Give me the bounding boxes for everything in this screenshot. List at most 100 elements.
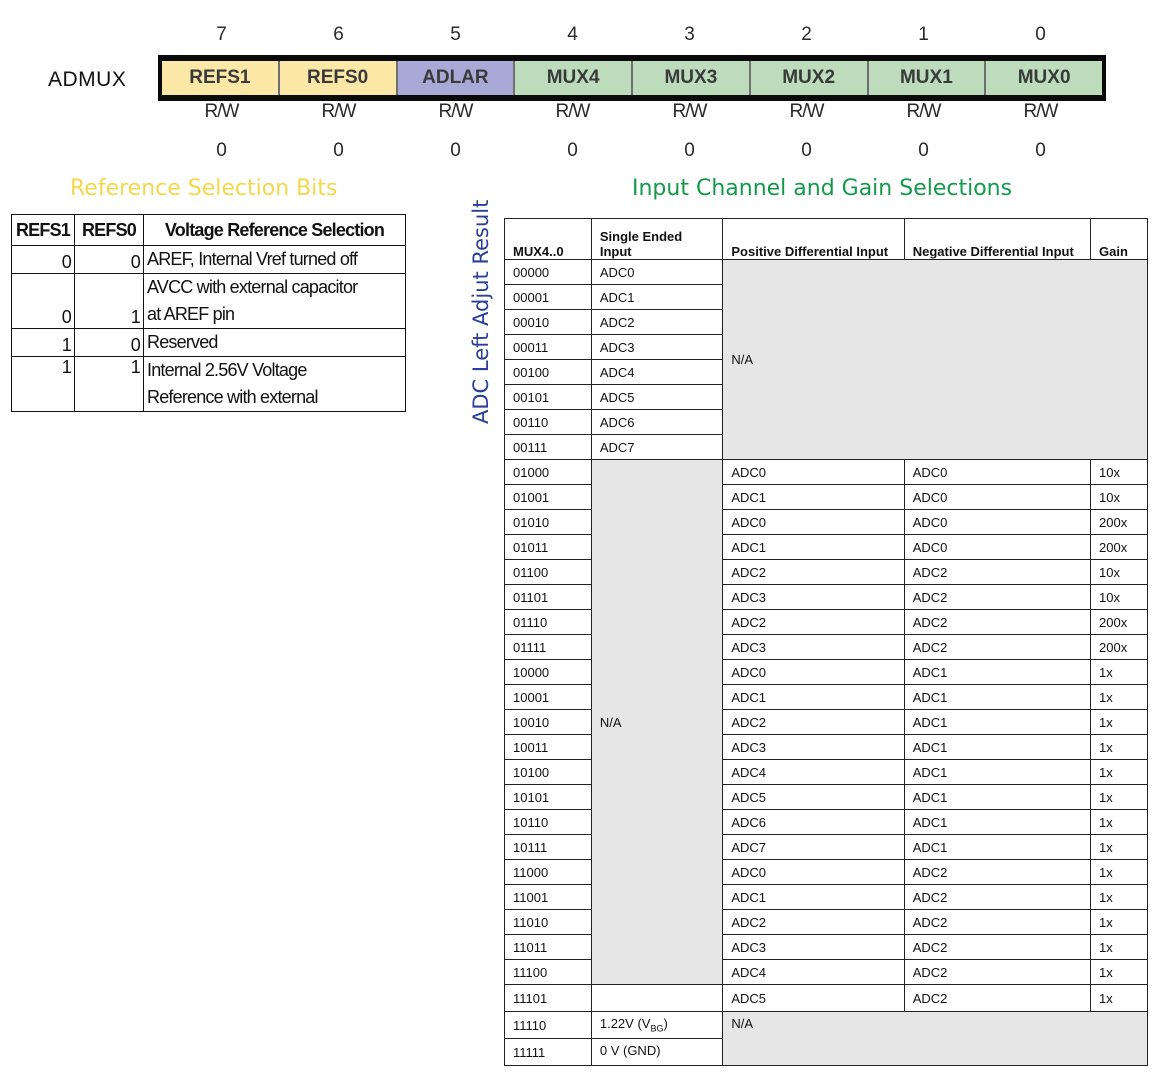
access-label: R/W	[789, 101, 825, 122]
mux-code-cell: 00111	[504, 434, 592, 460]
positive-input-cell: ADC6	[722, 809, 905, 835]
adlar-title: ADC Left Adjut Result	[469, 199, 493, 424]
reference-cell: Reserved	[143, 328, 406, 357]
single-input-cell: ADC2	[590, 309, 724, 335]
refs1-cell: 0	[11, 301, 75, 329]
bit-cell-mux4: MUX4	[515, 61, 633, 95]
positive-input-cell: ADC3	[722, 734, 905, 760]
positive-input-cell: ADC1	[722, 484, 905, 510]
mux-code-cell: 10001	[504, 684, 592, 710]
refs0-cell: 0	[74, 245, 144, 274]
single-input-cell: ADC6	[590, 409, 724, 435]
initial-value: 0	[567, 140, 578, 161]
mux-code-cell: 01011	[504, 534, 592, 560]
negative-input-cell: ADC2	[903, 634, 1092, 660]
gain-cell: 10x	[1090, 559, 1148, 585]
positive-input-cell: ADC3	[722, 934, 905, 960]
initial-value-row: 0 0 0 0 0 0 0 0	[163, 140, 1099, 162]
initial-value: 0	[216, 140, 227, 161]
negative-input-cell: ADC2	[903, 559, 1092, 585]
positive-input-cell: ADC2	[722, 559, 905, 585]
single-input-text: 1.22V (V	[599, 1016, 651, 1032]
access-label: R/W	[204, 101, 240, 122]
empty-cell	[11, 273, 75, 301]
bit-cell-adlar: ADLAR	[397, 61, 516, 95]
initial-value: 0	[684, 140, 695, 161]
column-header: Gain	[1090, 218, 1148, 260]
negative-input-cell: ADC1	[903, 659, 1092, 685]
reference-cell: at AREF pin	[143, 301, 406, 329]
input-channel-title: Input Channel and Gain Selections	[632, 176, 1013, 201]
table-row: 0 0 AREF, Internal Vref turned off	[11, 245, 406, 274]
mux-code-cell: 11111	[504, 1038, 592, 1066]
negative-input-cell: ADC2	[903, 859, 1092, 885]
single-input-cell: ADC0	[590, 259, 724, 285]
access-label: R/W	[555, 101, 591, 122]
register-bit-field: REFS1 REFS0 ADLAR MUX4 MUX3 MUX2 MUX1 MU…	[158, 55, 1106, 101]
positive-input-cell: ADC4	[722, 759, 905, 785]
access-label: R/W	[906, 101, 942, 122]
negative-input-cell: ADC2	[903, 984, 1092, 1012]
table-row: AVCC with external capacitor	[11, 273, 406, 301]
gain-cell: 200x	[1090, 609, 1148, 635]
refs1-cell: 1	[11, 328, 75, 357]
initial-value: 0	[1035, 140, 1046, 161]
table-header-row: MUX4..0 Single Ended Input Positive Diff…	[504, 218, 1148, 260]
bit-number: 6	[333, 24, 344, 45]
positive-input-cell: ADC2	[722, 709, 905, 735]
negative-input-cell: ADC2	[903, 909, 1092, 935]
positive-input-cell: ADC2	[722, 609, 905, 635]
gain-cell: 1x	[1090, 909, 1148, 935]
gain-cell: 200x	[1090, 634, 1148, 660]
positive-input-cell: ADC0	[722, 459, 905, 485]
mux-code-cell: 10010	[504, 709, 592, 735]
gain-cell: 1x	[1090, 759, 1148, 785]
negative-input-cell: ADC0	[903, 534, 1092, 560]
empty-cell	[11, 384, 75, 412]
negative-input-cell: ADC0	[903, 459, 1092, 485]
negative-input-cell: ADC1	[903, 784, 1092, 810]
single-input-cell: ADC3	[590, 334, 724, 360]
reference-selection-title: Reference Selection Bits	[70, 176, 338, 201]
gain-cell: 1x	[1090, 859, 1148, 885]
initial-value: 0	[333, 140, 344, 161]
single-input-na-cell: N/A	[590, 459, 724, 985]
access-label: R/W	[672, 101, 708, 122]
bit-number: 1	[918, 24, 929, 45]
positive-input-cell: ADC2	[722, 909, 905, 935]
reference-selection-table: REFS1 REFS0 Voltage Reference Selection …	[11, 214, 406, 412]
bit-number: 0	[1035, 24, 1046, 45]
initial-value: 0	[918, 140, 929, 161]
reference-cell: AVCC with external capacitor	[143, 273, 406, 301]
single-input-cell: ADC5	[590, 384, 724, 410]
mux-code-cell: 10100	[504, 759, 592, 785]
positive-input-cell: ADC3	[722, 634, 905, 660]
bit-number: 5	[450, 24, 461, 45]
mux-code-cell: 01100	[504, 559, 592, 585]
single-input-close: )	[663, 1016, 668, 1032]
column-header: Single Ended Input	[590, 218, 724, 260]
bit-cell-refs0: REFS0	[279, 61, 398, 95]
table-row: 1 1 Internal 2.56V Voltage	[11, 356, 406, 384]
refs0-cell: 1	[74, 356, 144, 384]
access-label: R/W	[1023, 101, 1059, 122]
mux-code-cell: 11000	[504, 859, 592, 885]
positive-input-cell: ADC1	[722, 884, 905, 910]
bit-number: 4	[567, 24, 578, 45]
mux-code-cell: 01110	[504, 609, 592, 635]
mux-code-cell: 00101	[504, 384, 592, 410]
refs1-cell: 0	[11, 245, 75, 274]
negative-input-cell: ADC1	[903, 709, 1092, 735]
reference-cell: Internal 2.56V Voltage	[143, 356, 406, 384]
input-channel-table: MUX4..0 Single Ended Input Positive Diff…	[504, 218, 1148, 1066]
initial-value: 0	[450, 140, 461, 161]
